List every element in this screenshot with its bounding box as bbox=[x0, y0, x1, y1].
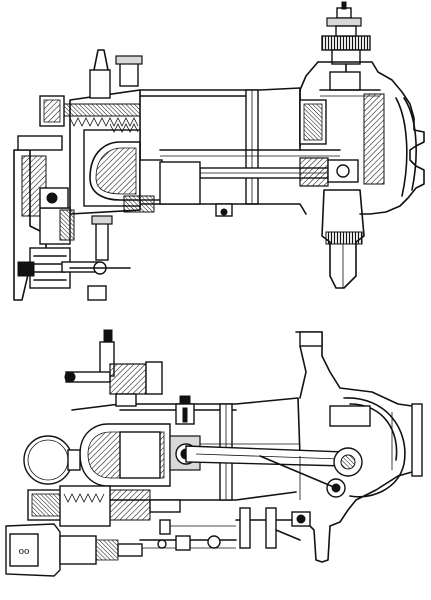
piston-rod-upper bbox=[199, 157, 359, 187]
outlet-casing-lower bbox=[295, 331, 423, 563]
upper-engine-view bbox=[13, 1, 425, 301]
spring-coils bbox=[69, 117, 139, 133]
governor-assembly-upper bbox=[13, 135, 131, 301]
end-cap-lower: oo bbox=[5, 523, 143, 577]
connecting-rod-lower bbox=[185, 445, 363, 500]
cylinder-head-upper bbox=[69, 89, 201, 215]
lower-pedestal bbox=[321, 189, 365, 289]
linkage-rods-lower bbox=[139, 507, 311, 551]
top-pin-lower bbox=[182, 407, 188, 423]
relief-valve-lower bbox=[64, 329, 163, 407]
pressure-gauge bbox=[23, 435, 81, 485]
barrel-lug-upper bbox=[215, 203, 233, 217]
feed-assembly-lower bbox=[27, 485, 181, 527]
valve-springs-upper bbox=[39, 49, 143, 133]
crank-housing-right bbox=[299, 61, 425, 215]
cap-marking: oo bbox=[19, 547, 30, 557]
lower-engine-view: oo bbox=[5, 329, 423, 577]
